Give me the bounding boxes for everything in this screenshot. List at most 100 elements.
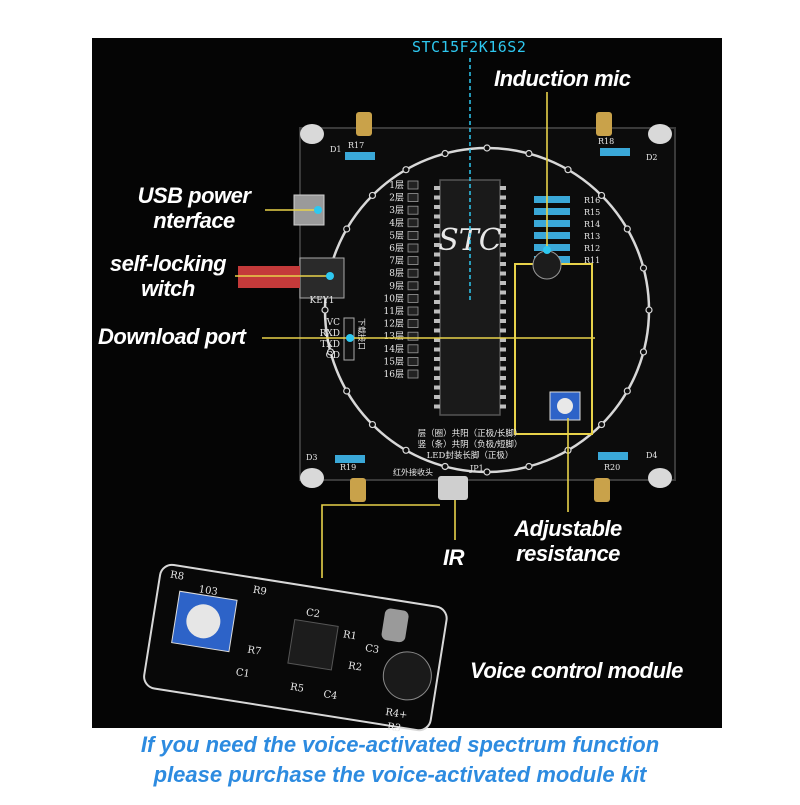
layer-label: 8层 — [389, 268, 404, 279]
chip-pin — [500, 262, 506, 266]
layer-label: 15层 — [384, 356, 404, 367]
layer-pad — [407, 218, 419, 228]
layer-pad — [407, 230, 419, 240]
layer-label: 6层 — [389, 243, 404, 254]
layer-label: 16层 — [384, 369, 404, 380]
ring-dot — [343, 225, 351, 233]
chip-pin — [500, 404, 506, 409]
layer-pad — [407, 180, 419, 190]
port-pin-label: RXD — [320, 329, 340, 339]
module-mic — [382, 651, 432, 701]
chip-pin — [500, 195, 506, 200]
module-capacitor — [381, 608, 409, 643]
chip-pin — [500, 281, 506, 285]
chip-pin — [434, 243, 440, 247]
callout-self-locking-line1: self-locking — [109, 251, 227, 276]
corner-label: D3 — [306, 453, 318, 462]
chip-pin — [434, 195, 440, 200]
line-module — [321, 504, 440, 578]
chip-pin — [500, 385, 506, 390]
module-label: R1 — [342, 629, 357, 642]
chip-pin — [434, 404, 440, 409]
module-label: C4 — [323, 689, 339, 702]
chip-pin — [500, 328, 506, 333]
layer-pad — [407, 268, 419, 278]
callout-self-locking-line2: witch — [141, 276, 195, 301]
legend-line: LED封装长脚（正极） — [427, 450, 514, 461]
ring-dot — [343, 387, 351, 395]
callout-self-locking: self-locking witch — [98, 251, 238, 301]
key-label: KEY1 — [310, 296, 335, 306]
callout-usb-power-line1: USB power — [137, 183, 251, 208]
ring-dot — [483, 144, 491, 152]
chip-pin — [434, 252, 440, 257]
chip-pin — [500, 252, 506, 257]
corner-leds — [300, 112, 672, 502]
chip-pin — [500, 309, 506, 314]
self-locking-switch — [299, 257, 345, 299]
chip-pin — [434, 366, 440, 371]
ring-dot — [645, 306, 653, 314]
resistor-r17 — [345, 152, 375, 160]
chip-pin — [434, 395, 440, 399]
callout-voice-module: Voice control module — [470, 658, 683, 683]
chip-pin — [500, 395, 506, 399]
resistor — [534, 196, 570, 203]
led-bottom-left — [300, 468, 324, 488]
module-label: R9 — [252, 585, 267, 598]
layer-pad — [407, 356, 419, 366]
ring-dot — [441, 462, 449, 471]
module-label: C1 — [235, 667, 251, 680]
resistor-r20 — [598, 452, 628, 460]
ir-silk-text: 红外接收头 — [393, 467, 433, 477]
ring-dot — [402, 166, 410, 174]
callout-usb-power: USB power nterface — [124, 183, 264, 233]
callout-download-port: Download port — [98, 324, 246, 349]
chip-pin — [500, 243, 506, 247]
ring-dot — [597, 420, 606, 429]
chip-pin — [500, 338, 506, 342]
layer-pad — [407, 319, 419, 329]
module-chip — [287, 619, 339, 671]
chip-pin — [500, 366, 506, 371]
resistor — [534, 232, 570, 239]
chip-pin — [500, 357, 506, 361]
switch-button — [238, 266, 300, 288]
callout-lines — [235, 92, 595, 578]
chip-pin — [500, 319, 506, 323]
layer-label: 14层 — [384, 344, 404, 355]
layer-label: 9层 — [389, 281, 404, 292]
layer-pad — [407, 193, 419, 203]
layer-label: 4层 — [389, 218, 404, 229]
layer-label: 13层 — [384, 331, 404, 342]
jp-label: JP1 — [469, 464, 484, 473]
ring-dot — [623, 225, 631, 233]
ring-dot — [441, 149, 449, 158]
resistor-label: R12 — [584, 244, 600, 253]
module-label: R8 — [169, 570, 184, 583]
silkscreen-legend: 层（圈）共阳（正极/长脚）竖（条）共阴（负极/短脚）LED封装长脚（正极） — [418, 428, 523, 461]
corner-label: D4 — [646, 451, 658, 460]
chip-pin — [500, 290, 506, 295]
arrow-mic — [543, 246, 551, 254]
module-pot-value: 103 — [198, 584, 219, 598]
ring-dot — [483, 468, 491, 476]
standoff-bottom-left — [350, 478, 366, 502]
callout-induction-mic: Induction mic — [494, 66, 631, 91]
footer-line2: please purchase the voice-activated modu… — [153, 762, 647, 787]
ring-dot — [402, 446, 410, 454]
ring-dot — [525, 462, 533, 471]
callout-arrows — [314, 206, 551, 342]
chip-pin — [434, 376, 440, 380]
chip-pin — [434, 385, 440, 390]
pot-knob — [557, 398, 573, 414]
layer-pad — [407, 243, 419, 253]
ring-dot — [623, 387, 631, 395]
chip-pin — [434, 300, 440, 304]
chip-pin — [434, 338, 440, 342]
layer-pad — [407, 331, 419, 341]
ring-dot — [368, 191, 377, 200]
led-top-right — [648, 124, 672, 144]
layer-pad — [407, 205, 419, 215]
callout-adjustable-resistance: Adjustable resistance — [498, 516, 638, 566]
